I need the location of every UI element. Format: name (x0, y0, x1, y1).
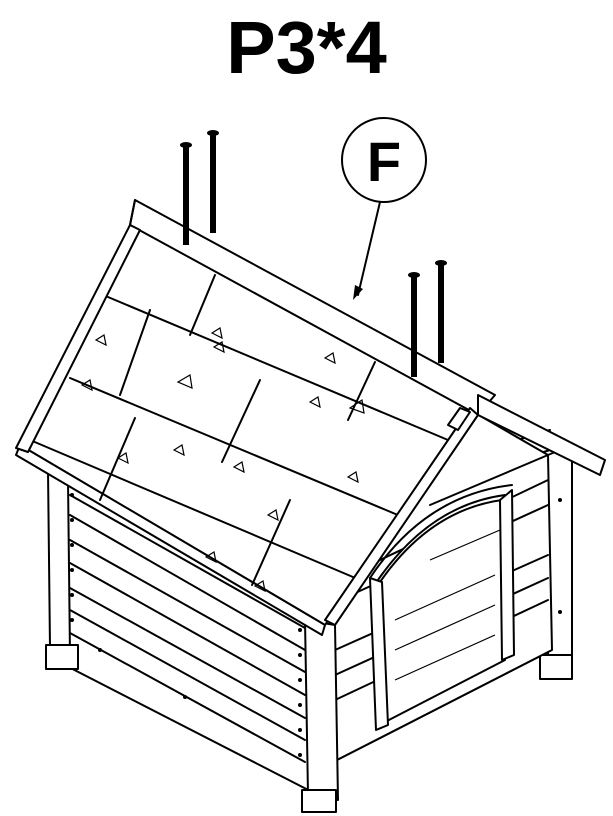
left-side-wall (45, 469, 339, 813)
nail-icon (435, 260, 447, 363)
front-gable-wall (329, 409, 553, 763)
nails (180, 130, 447, 377)
roof-panel (15, 199, 606, 636)
nail-icon (180, 142, 192, 245)
part-callout: F (341, 117, 427, 300)
nail-icon (207, 130, 219, 233)
step-quantity-label: P3*4 (226, 6, 387, 89)
nail-icon (408, 272, 420, 377)
callout-letter: F (367, 130, 401, 193)
